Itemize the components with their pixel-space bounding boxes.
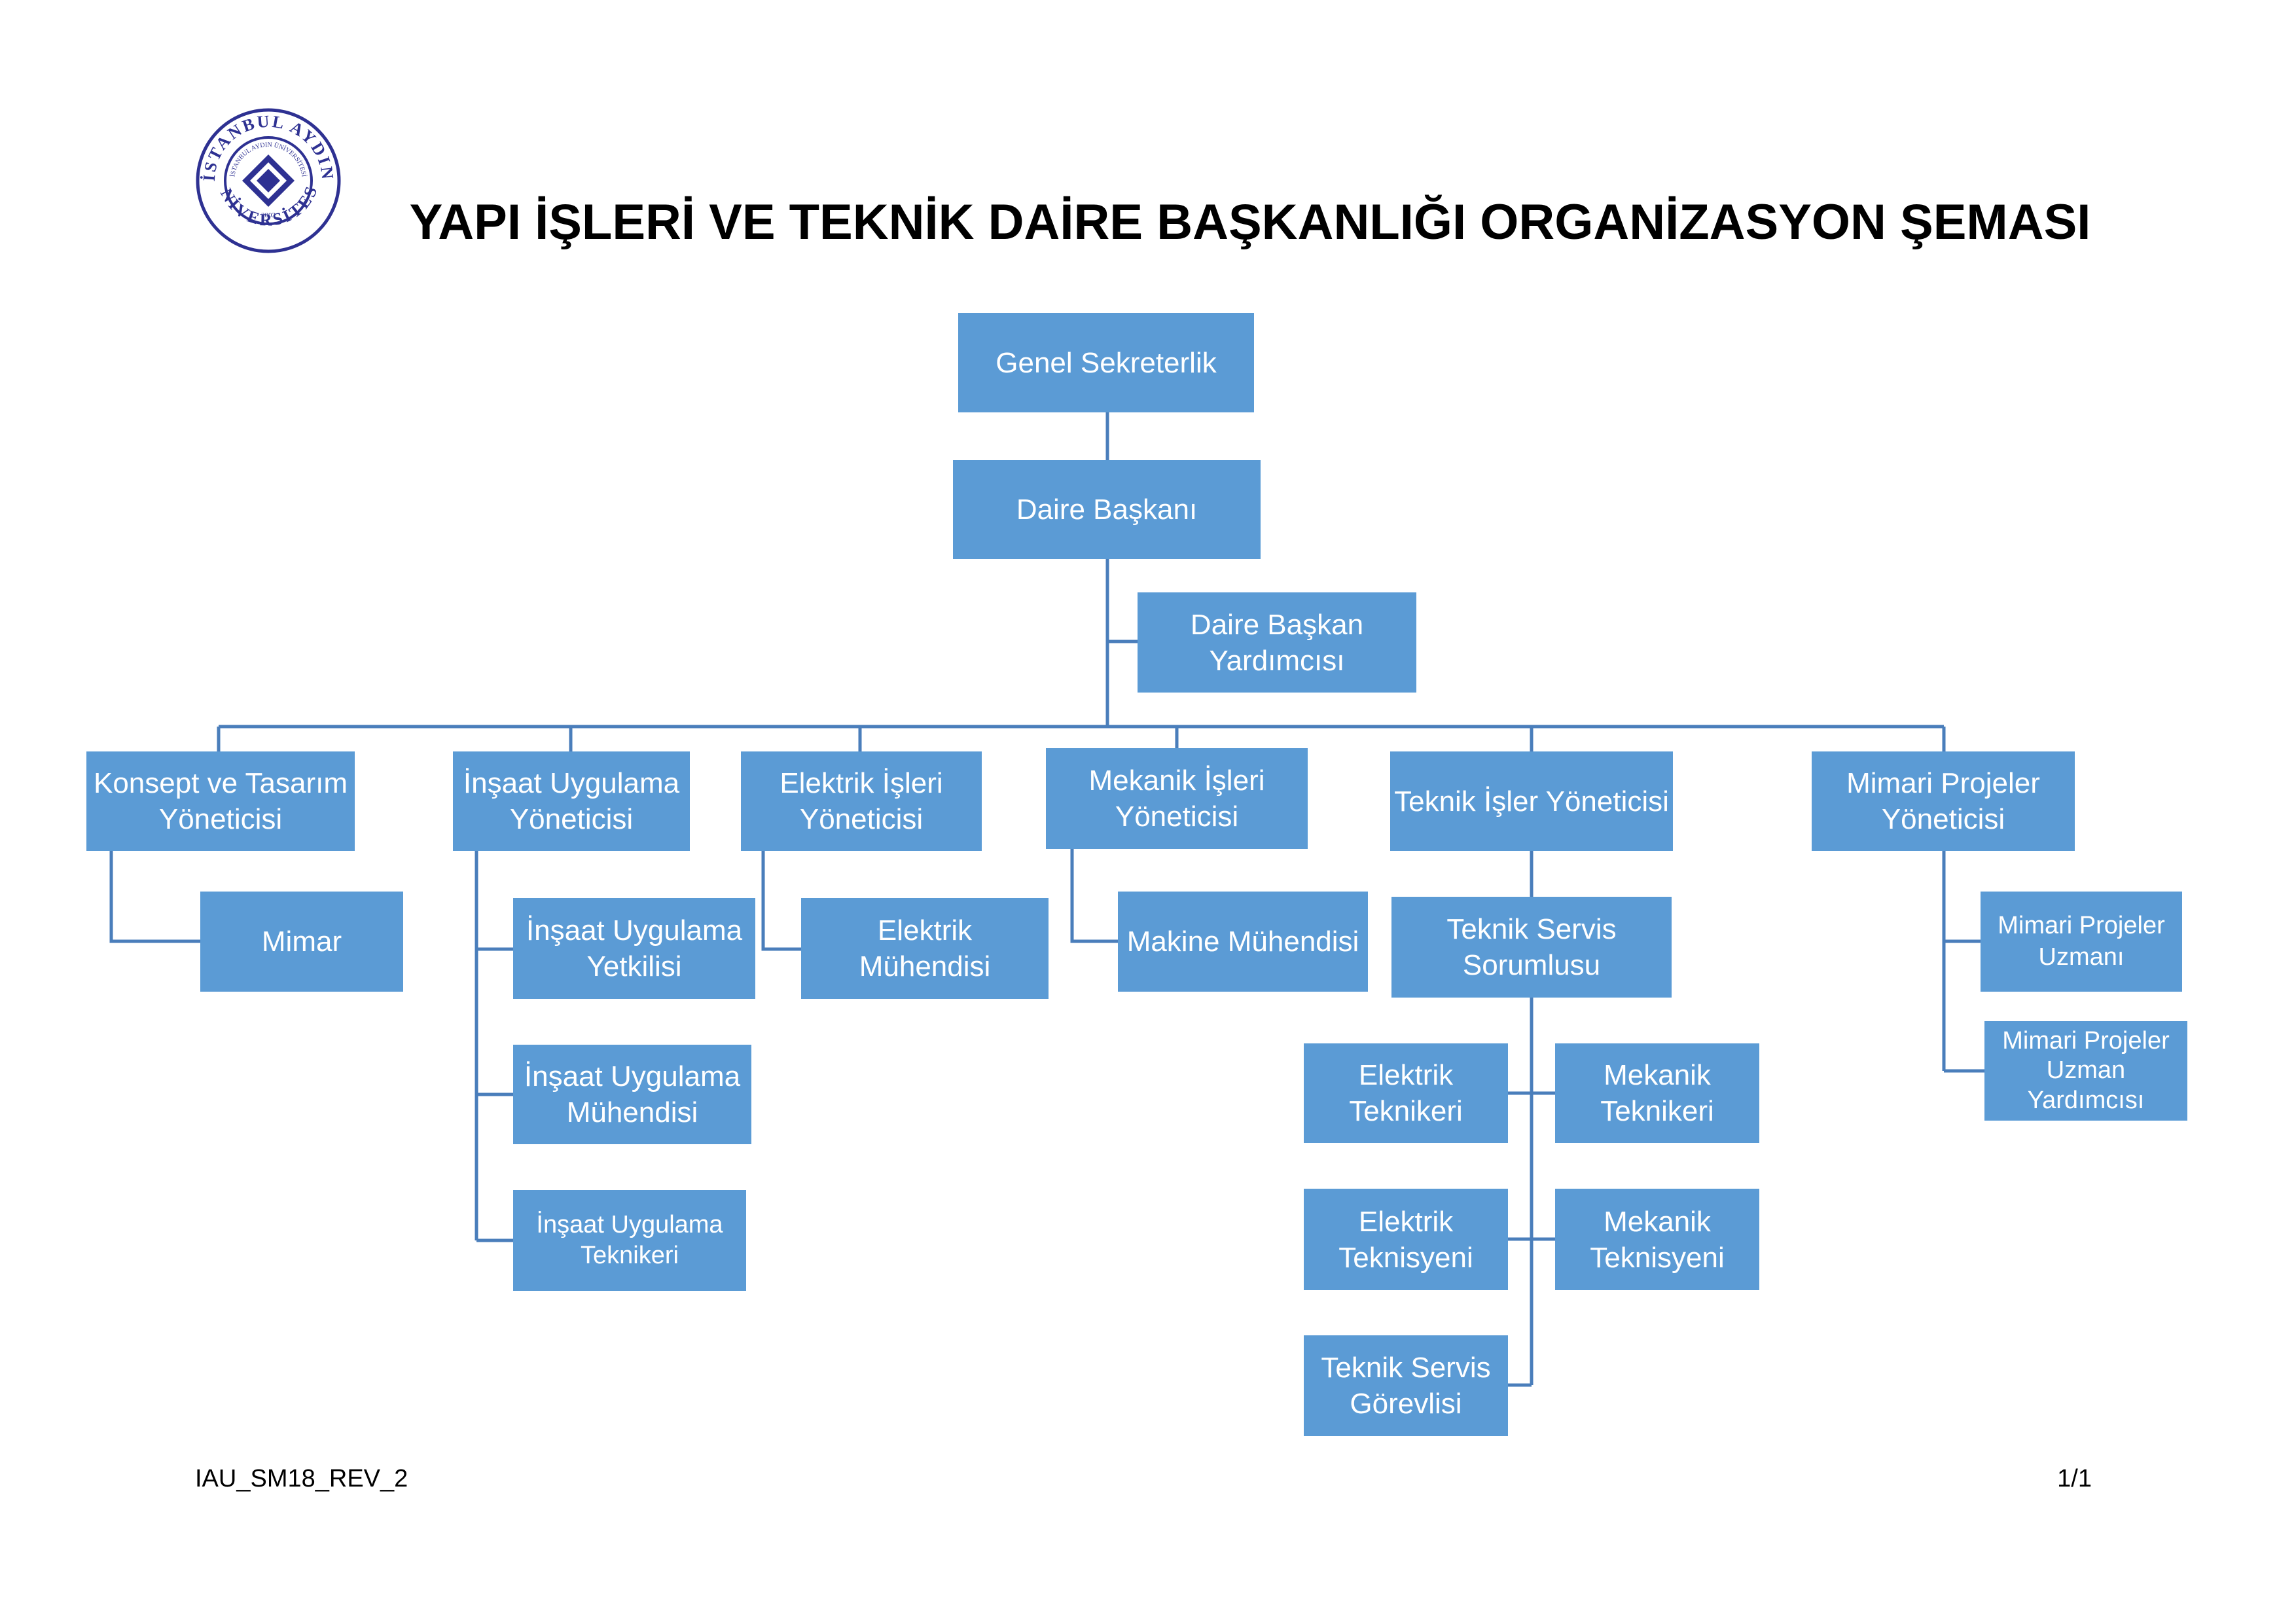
- node-elektrik-muhendisi: Elektrik Mühendisi: [801, 898, 1049, 999]
- node-mimari-projeler-uzmani: Mimari Projeler Uzmanı: [1981, 892, 2182, 992]
- node-elektrik-teknisyeni: Elektrik Teknisyeni: [1304, 1189, 1508, 1290]
- logo-year: 2003: [261, 211, 276, 219]
- node-teknik-isler-yoneticisi: Teknik İşler Yöneticisi: [1390, 751, 1673, 851]
- page-title: YAPI İŞLERİ VE TEKNİK DAİRE BAŞKANLIĞI O…: [409, 194, 2091, 250]
- node-elektrik-teknikeri: Elektrik Teknikeri: [1304, 1043, 1508, 1143]
- node-insaat-uygulama-teknikeri: İnşaat Uygulama Teknikeri: [513, 1190, 746, 1291]
- node-mimar: Mimar: [200, 892, 403, 992]
- node-elektrik-isleri-yoneticisi: Elektrik İşleri Yöneticisi: [741, 751, 982, 851]
- node-mekanik-isleri-yoneticisi: Mekanik İşleri Yöneticisi: [1046, 748, 1308, 849]
- node-daire-baskani: Daire Başkanı: [953, 460, 1261, 559]
- node-mekanik-teknikeri: Mekanik Teknikeri: [1555, 1043, 1759, 1143]
- node-mimari-projeler-yoneticisi: Mimari Projeler Yöneticisi: [1812, 751, 2075, 851]
- node-insaat-uygulama-yetkilisi: İnşaat Uygulama Yetkilisi: [513, 898, 755, 999]
- node-teknik-servis-sorumlusu: Teknik Servis Sorumlusu: [1391, 897, 1672, 998]
- node-insaat-uygulama-yoneticisi: İnşaat Uygulama Yöneticisi: [453, 751, 690, 851]
- node-mekanik-teknisyeni: Mekanik Teknisyeni: [1555, 1189, 1759, 1290]
- node-makine-muhendisi: Makine Mühendisi: [1118, 892, 1368, 992]
- node-teknik-servis-gorevlisi: Teknik Servis Görevlisi: [1304, 1335, 1508, 1436]
- node-konsept-tasarim-yoneticisi: Konsept ve Tasarım Yöneticisi: [86, 751, 355, 851]
- footer-page-number: 1/1: [2057, 1465, 2092, 1492]
- footer-document-code: IAU_SM18_REV_2: [195, 1465, 408, 1492]
- node-daire-baskan-yardimcisi: Daire Başkan Yardımcısı: [1138, 592, 1416, 693]
- node-genel-sekreterlik: Genel Sekreterlik: [958, 313, 1254, 412]
- node-insaat-uygulama-muhendisi: İnşaat Uygulama Mühendisi: [513, 1045, 751, 1144]
- university-logo: İSTANBUL AYDIN ÜNİVERSİTESİ İSTANBUL AYD…: [195, 107, 341, 253]
- node-mimari-projeler-uzman-yardimcisi: Mimari Projeler Uzman Yardımcısı: [1984, 1021, 2187, 1121]
